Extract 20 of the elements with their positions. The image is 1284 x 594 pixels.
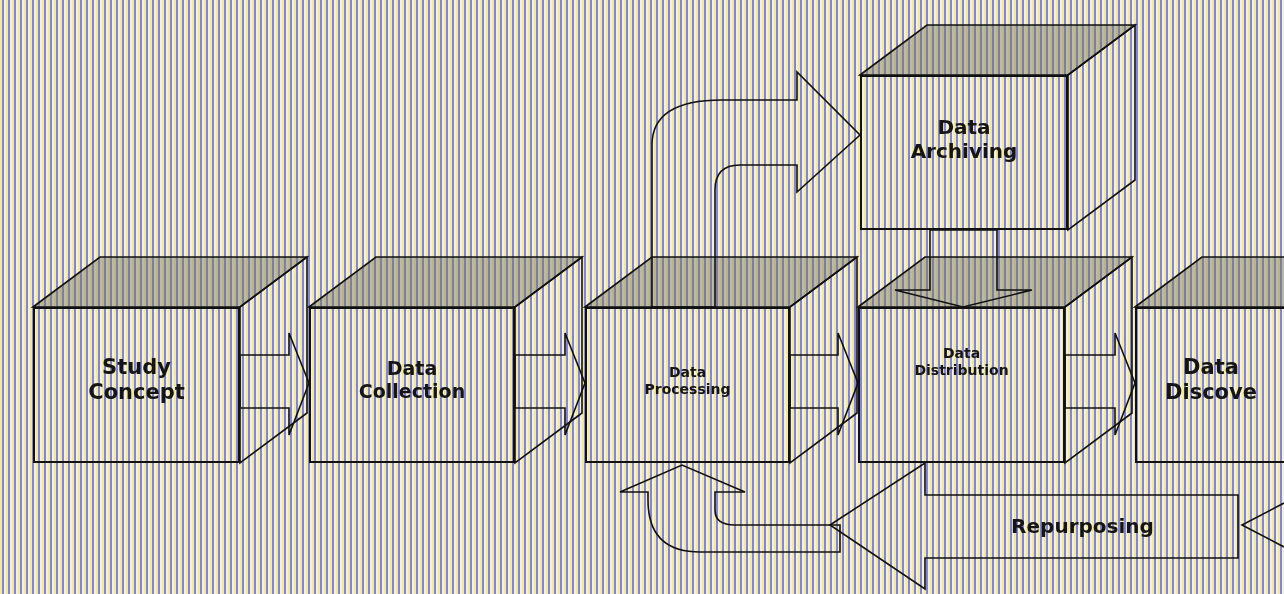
cube-box (33, 307, 240, 463)
node-label: Data Discove (1165, 354, 1257, 406)
block-arrow (1064, 332, 1136, 436)
block-arrow (514, 332, 586, 436)
block-arrow (894, 229, 1033, 308)
cube-box (309, 307, 515, 463)
cube-box (585, 307, 790, 463)
node-label: Data Collection (358, 357, 466, 403)
block-arrow (619, 464, 841, 553)
block-arrow (651, 71, 861, 308)
cube-box (1135, 307, 1284, 463)
node-label: Data Archiving (910, 115, 1018, 163)
block-arrow (789, 332, 859, 436)
node-label: Data Distribution (914, 345, 1009, 379)
cube-box (858, 307, 1065, 463)
node-label: Data Processing (644, 364, 731, 398)
block-arrow (239, 332, 310, 436)
node-label: Study Concept (88, 354, 185, 406)
cube-box (860, 75, 1068, 230)
node-label: Repurposing (1011, 514, 1154, 538)
